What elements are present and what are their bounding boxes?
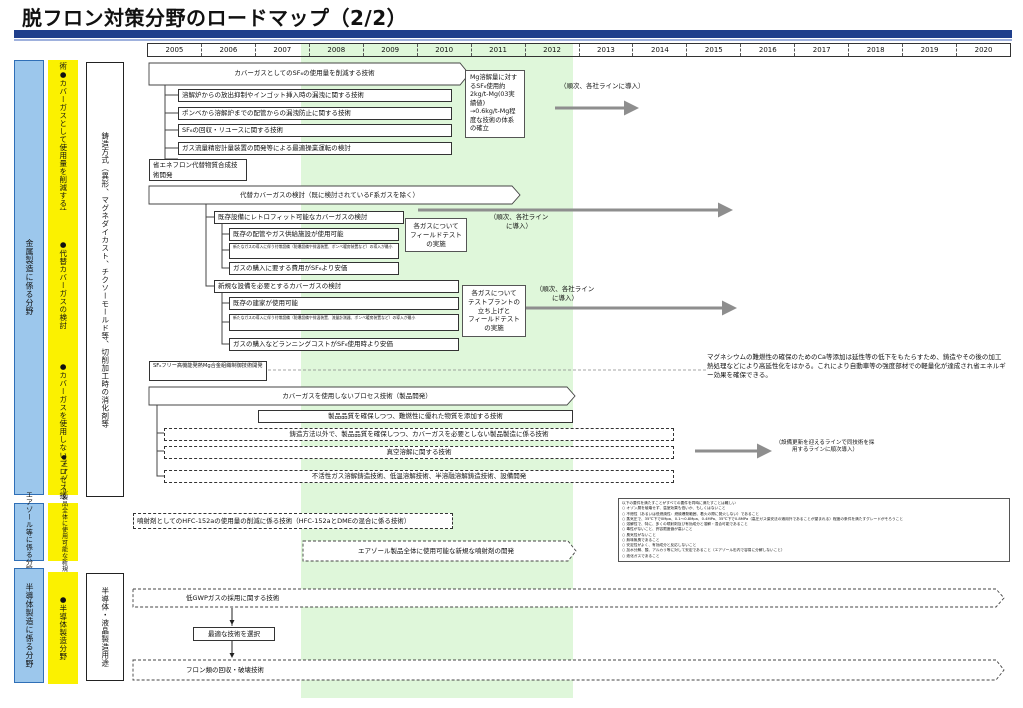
sector-metal-label: 金属製造に係る分野 [25,239,34,316]
requirement-line: ○ 加水分解、酸、アルカリ等に対して安定であること（エアゾール缶内で容易に分解し… [622,548,785,553]
sector-semi-label: 半導体製造に係る分野 [25,583,34,668]
year-label: 2016 [740,44,794,56]
sector-aerosol: エアゾール等に係る分野 [14,491,44,573]
theme-alternative-gas: ●代替カバーガスの検討 [48,210,78,360]
process-semiconductor: 半導体・液晶製造用途 [86,573,124,681]
year-label: 2015 [686,44,740,56]
label-rollout-3: （順次、各社ラインに導入） [535,285,595,302]
item-flame-retardant: 製品品質を確保しつつ、難燃性に優れた物質を添加する技術 [258,410,573,423]
title-rule [14,30,1012,38]
item-new-equipment-gas: 新規な設備を必要とするカバーガスの検討 [214,280,459,293]
year-label: 2009 [362,44,417,56]
item-alt-synthesis: 省エネフロン代替物質合成技術開発 [149,159,247,181]
process-casting: 鋳造方式（異形、マグネダイカスト、チクソーモールド等、切削加工時の消化剤等 [86,62,124,497]
propellant-requirements: 以下の要件を満たすことがすべての要件を同時に満たすことは難しい○ オゾン層を破壊… [618,498,1010,562]
year-label: 2011 [470,44,525,56]
year-label: 2012 [524,44,579,56]
requirement-line: ○ 臭気性がないこと [622,532,656,537]
arrow-no-cover-gas-label: カバーガスを使用しないプロセス技術（製品開発） [282,392,432,400]
arrow-new-propellant [302,540,577,562]
year-label: 2008 [308,44,363,56]
theme-alternative-gas-label: ●代替カバーガスの検討 [58,240,68,330]
item-vacuum-melting: 真空溶解に関する技術 [164,446,674,459]
year-label: 2010 [416,44,471,56]
arrow-alternative-gas [148,185,521,205]
note-test-plant: 各ガスについて テストプラントの 立ち上げと フィールドテスト の実施 [462,285,526,337]
arrow-alternative-gas-label: 代替カバーガスの検討（既に検討されているF系ガスを除く） [239,191,420,199]
arrow-recovery [132,659,1005,681]
item-min-equipment-1: 新たなガスの導入に伴う付帯設備（防爆設備や排温装置、ボンベ暖房装置など）の導入が… [229,243,399,259]
year-label: 2007 [254,44,309,56]
theme-aerosol: ●エアゾール製品全体に使用可能な新規噴射剤の開発 [48,454,78,611]
note-mg-alloy: マグネシウムの難燃性の確保のためのCa等添加は延性等の低下をもたらすため、鋳造や… [707,353,1006,379]
item-furnace-leak: 溶解炉からの放出抑制やインゴット挿入時の漏洩に関する技術 [178,89,452,102]
year-label: 2005 [165,46,184,54]
requirement-line: ○ 安定性がよく、有効成分と反応しないこと [622,543,697,547]
arrow-recovery-label: フロン類の回収・破壊技術 [186,666,264,674]
theme-reduce-usage-label: 術●カバーガスとして使用量を削減する技術 [58,62,68,224]
note-field-test: 各ガスについて フィールドテスト の実施 [405,218,467,253]
item-min-equipment-2: 新たなガスの導入に伴う付帯設備（防爆設備や排温装置、流量計測器、ボンベ暖房装置な… [229,314,459,331]
theme-semiconductor-label: ●半導体製造分野 [58,595,68,661]
item-flow-meter: ガス流量精密計量装置の開発等による最適操業運転の検討 [178,142,452,155]
requirement-line: ○ 無味無臭であること [622,537,660,542]
item-inert-gas: 不活性ガス溶解鋳造技術、低温溶解技術、半溶融溶解鋳造技術、設備開発 [164,470,674,483]
arrow-sf6-reduction [148,62,470,86]
arrow-no-cover-gas [148,386,576,406]
label-rollout-2: （順次、各社ラインに導入） [489,213,549,230]
item-non-casting: 鋳造方法以外で、製品品質を確保しつつ、カバーガスを必要としない製品製造に係る技術 [164,428,674,441]
note-sf6-target: Mg溶解量に対するSF₆使用約2kg/t-Mg(03実績値) →0.6kg/t-… [465,70,525,138]
item-mg-alloy: SF₆フリー高機能発熱Mg合金組織制御技術開発 [149,361,267,381]
year-label: 2014 [632,44,686,56]
requirement-line: 以下の要件を満たすことがすべての要件を同時に満たすことは難しい [622,501,736,505]
year-label: 2013 [578,44,633,56]
arrow-low-gwp [132,588,1005,608]
requirement-line: ○ 溶解性で、特に、多くの噴射剤及び有効成分と溶解・混合可能であること [622,522,748,526]
sector-metal: 金属製造に係る分野 [14,60,44,495]
requirement-line: ○ 液化ガスであること [622,553,660,558]
year-label: 2020 [956,44,1010,56]
item-existing-building: 既存の建家が使用可能 [229,297,459,310]
sector-semi: 半導体製造に係る分野 [14,568,44,683]
theme-aerosol-label: ●エアゾール製品全体に使用可能な新規噴射剤の開発 [60,453,68,611]
process-casting-label: 鋳造方式（異形、マグネダイカスト、チクソーモールド等、切削加工時の消化剤等 [100,131,110,428]
year-label: 2018 [848,44,902,56]
theme-no-cover-gas-label: ●カバーガスを使用しないプロセス技 [58,362,68,500]
label-rollout-4: （設備更新を迎えるラインで同技術を採用するラインに順次導入） [775,440,875,454]
process-semiconductor-label: 半導体・液晶製造用途 [100,587,110,667]
item-retrofit-gas: 既存設備にレトロフィット可能なカバーガスの検討 [214,211,404,224]
arrow-low-gwp-label: 低GWPガスの採用に関する技術 [186,594,280,602]
item-hfc152a-reduction: 噴射剤としてのHFC-152aの使用量の削減に係る技術（HFC-152aとDME… [133,513,453,529]
item-existing-pipes: 既存の配管やガス供給施設が使用可能 [229,228,399,241]
year-label: 2006 [200,44,255,56]
item-cheaper-gas: ガスの購入に要する費用がSF₆より安価 [229,262,399,275]
theme-no-cover-gas: ●カバーガスを使用しないプロセス技 [48,360,78,500]
arrow-sf6-reduction-label: カバーガスとしてのSF₆の使用量を削減する技術 [234,69,375,77]
arrow-new-propellant-label: エアゾール製品全体に使用可能な新規な噴射剤の開発 [358,547,514,555]
theme-reduce-usage: 術●カバーガスとして使用量を削減する技術 [48,60,78,224]
year-label: 2019 [902,44,956,56]
requirement-line: ○ 不燃性（あるいは低燃焼性：燃焼爆発範囲、着火の際に発火しない）であること [622,511,760,516]
item-pipe-leak: ポンベから溶解炉までの配管からの漏洩防止に関する技術 [178,107,452,120]
item-running-cost: ガスの購入などランニングコストがSF₆使用時より安価 [229,338,459,351]
page-title: 脱フロン対策分野のロードマップ（2/2） [22,6,408,30]
requirement-line: ○ オゾン層を破壊せず、温室効果も低いか、もしくはないこと [622,506,726,511]
item-sf6-recovery: SF₆の回収・リユースに関する技術 [178,124,452,137]
item-select-best: 最適な技術を選択 [193,627,275,641]
theme-semiconductor: ●半導体製造分野 [48,572,78,684]
year-label: 2017 [794,44,848,56]
title-rule-thin [14,39,1012,41]
requirement-line: ○ 蒸気圧で、35℃下で0Mpa、0.1〜0.8Mpa、0.4MPa、35℃下で… [622,516,904,521]
sector-aerosol-label: エアゾール等に係る分野 [25,490,34,574]
requirement-line: ○ 毒性がないこと、許容限度値が高いこと [622,527,693,532]
label-rollout-1: （順次、各社ラインに導入） [560,82,645,90]
